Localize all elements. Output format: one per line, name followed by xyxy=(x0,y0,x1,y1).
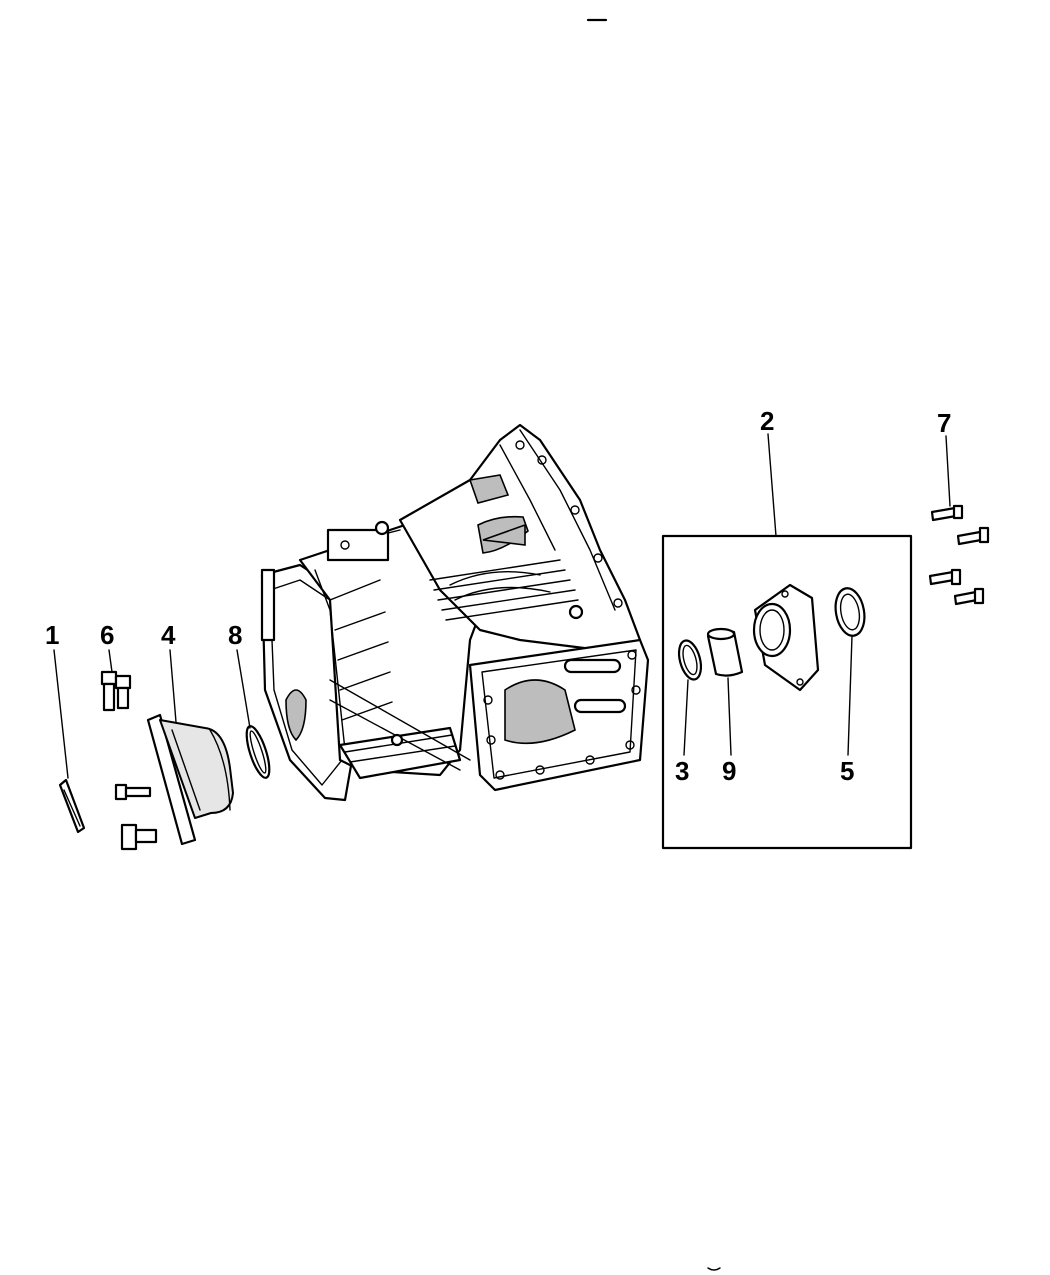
page-mark-bottom xyxy=(707,1267,721,1271)
callout-4: 4 xyxy=(161,620,176,650)
callout-5: 5 xyxy=(840,756,854,786)
callout-9: 9 xyxy=(722,756,736,786)
part-4-cover xyxy=(146,713,234,846)
callout-1: 1 xyxy=(45,620,59,650)
part-5-seal xyxy=(834,587,866,637)
callout-3: 3 xyxy=(675,756,689,786)
part-2-adapter xyxy=(752,583,820,692)
part-1-seal xyxy=(58,778,86,834)
callout-2: 2 xyxy=(760,406,774,436)
transmission-housing xyxy=(260,423,650,802)
callout-6: 6 xyxy=(100,620,114,650)
part-9-sleeve xyxy=(706,627,744,677)
kit-box xyxy=(661,534,913,850)
part-3-ring xyxy=(677,639,703,681)
callout-7: 7 xyxy=(937,408,951,438)
part-8-oring xyxy=(245,725,271,779)
leader-lines xyxy=(53,433,951,779)
part-7-bolts xyxy=(928,504,990,606)
callout-8: 8 xyxy=(228,620,242,650)
part-6-bolts xyxy=(100,670,158,851)
